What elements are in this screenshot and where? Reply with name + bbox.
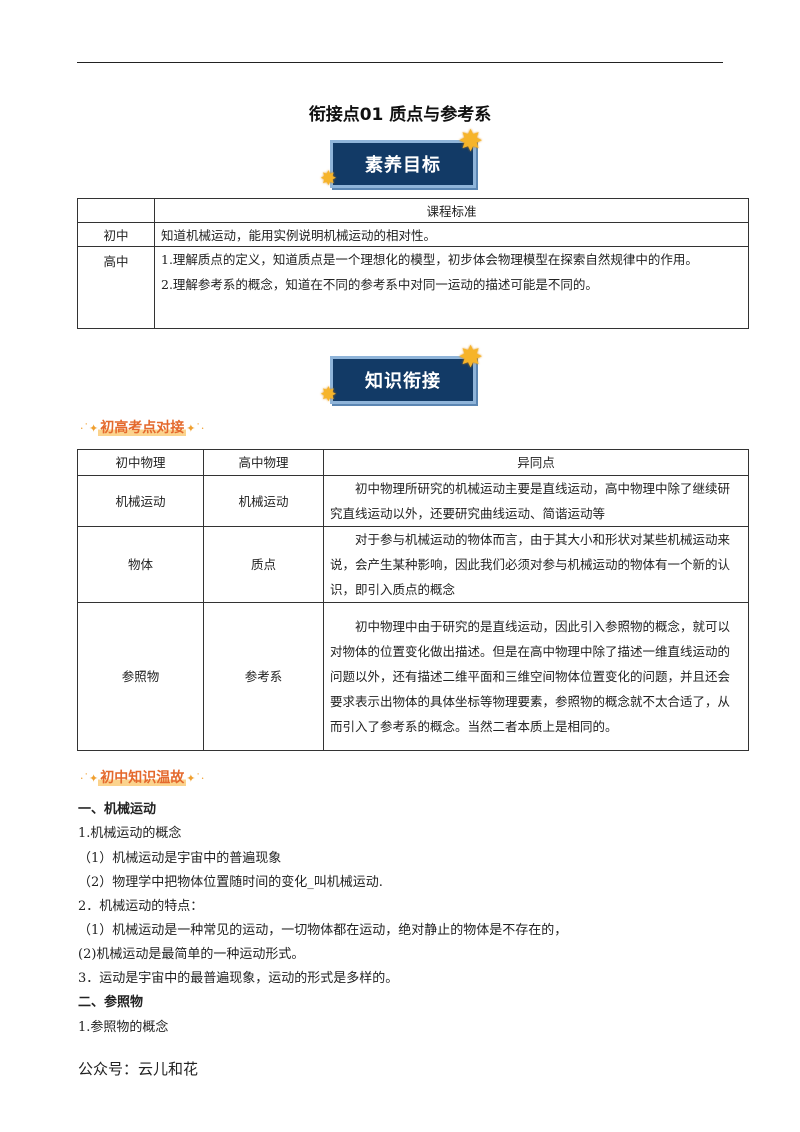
star-icon: ✸ [458,340,484,375]
banner-knowledge: 知识衔接 ✸ ✸ [320,340,483,406]
section-heading: 二、参照物 [78,995,144,1010]
comparison-table: 初中物理高中物理异同点 机械运动机械运动初中物理所研究的机械运动主要是直线运动，… [77,449,749,751]
table-cell: 机械运动 [77,475,204,527]
table-cell: 对于参与机械运动的物体而言，由于其大小和形状对某些机械运动来说，会产生某种影响，… [323,526,749,603]
standard-cell: 知道机械运动，能用实例说明机械运动的相对性。 [154,222,749,247]
section-tag-compare: ·˙✦初高考点对接✦˙· [80,417,204,437]
body-line: （1）机械运动是宇宙中的普遍现象 [78,851,282,866]
page-title: 衔接点01 质点与参考系 [308,105,492,125]
body-line: 3．运动是宇宙中的最普遍现象，运动的形式是多样的。 [78,971,399,986]
level-cell: 初中 [77,222,155,247]
table-cell: 质点 [203,526,324,603]
sparkle-icon: ·˙✦ [80,422,99,435]
standard-line: 2.理解参考系的概念，知道在不同的参考系中对同一运动的描述可能是不同的。 [161,277,598,292]
footer-account: 公众号：云儿和花 [78,1060,199,1078]
body-line: (2)机械运动是最简单的一种运动形式。 [78,947,305,962]
sparkle-icon: ✦˙· [186,422,205,435]
table-header: 课程标准 [154,198,749,223]
body-line: （1）机械运动是一种常见的运动，一切物体都在运动，绝对静止的物体是不存在的， [78,923,568,938]
header-rule [77,62,723,63]
banner-knowledge-label: 知识衔接 [330,356,476,404]
table-cell: 物体 [77,526,204,603]
table-cell: 初中物理所研究的机械运动主要是直线运动，高中物理中除了继续研究直线运动以外，还要… [323,475,749,527]
curriculum-table: 课程标准 初中知道机械运动，能用实例说明机械运动的相对性。 高中 1.理解质点的… [77,198,749,329]
standard-line: 1.理解质点的定义，知道质点是一个理想化的模型，初步体会物理模型在探索自然规律中… [161,252,698,267]
body-line: 1.机械运动的概念 [78,826,182,841]
table-cell: 参照物 [77,602,204,751]
table-header: 异同点 [323,449,749,476]
section-tag-review: ·˙✦初中知识温故✦˙· [80,767,204,787]
table-cell: 机械运动 [203,475,324,527]
body-line: 1.参照物的概念 [78,1020,169,1035]
sparkle-icon: ·˙✦ [80,772,99,785]
table-header: 初中物理 [77,449,204,476]
section-tag-label: 初中知识温故 [98,770,187,786]
table-cell: 参考系 [203,602,324,751]
star-icon: ✸ [320,382,337,406]
section-tag-label: 初高考点对接 [98,420,187,436]
banner-goals: 素养目标 ✸ ✸ [320,124,483,190]
star-icon: ✸ [458,124,484,159]
body-line: （2）物理学中把物体位置随时间的变化_叫机械运动. [78,875,383,890]
level-cell: 高中 [77,246,155,329]
table-cell: 初中物理中由于研究的是直线运动，因此引入参照物的概念，就可以对物体的位置变化做出… [323,602,749,751]
section-heading: 一、机械运动 [78,802,157,817]
table-header: 高中物理 [203,449,324,476]
body-line: 2．机械运动的特点： [78,899,204,914]
star-icon: ✸ [320,166,337,190]
sparkle-icon: ✦˙· [186,772,205,785]
banner-goals-label: 素养目标 [330,140,476,188]
